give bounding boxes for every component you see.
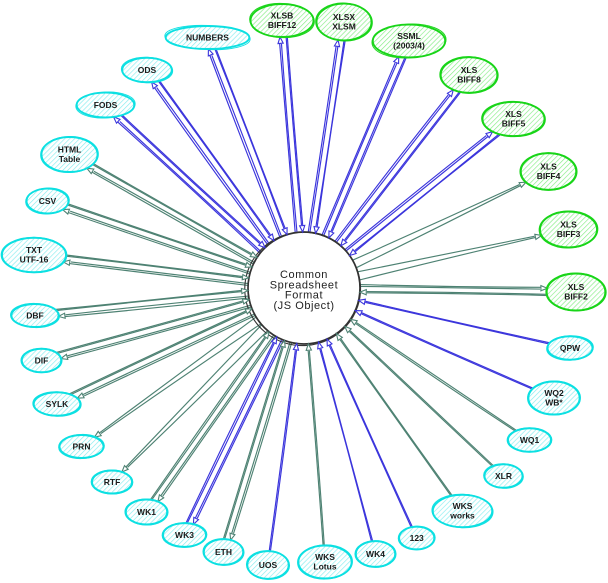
svg-text:PRN: PRN bbox=[73, 441, 91, 451]
svg-text:XLSX: XLSX bbox=[333, 12, 356, 22]
svg-text:works: works bbox=[449, 510, 475, 520]
svg-text:BIFF4: BIFF4 bbox=[537, 171, 561, 181]
svg-text:WKS: WKS bbox=[453, 501, 473, 511]
svg-text:(2003/4): (2003/4) bbox=[393, 40, 425, 50]
svg-text:BIFF5: BIFF5 bbox=[502, 118, 526, 128]
svg-text:BIFF2: BIFF2 bbox=[564, 291, 588, 301]
svg-text:WB*: WB* bbox=[545, 397, 563, 407]
svg-text:(JS Object): (JS Object) bbox=[273, 300, 334, 312]
svg-text:UOS: UOS bbox=[259, 560, 278, 570]
svg-text:FODS: FODS bbox=[94, 100, 118, 110]
svg-text:XLSM: XLSM bbox=[332, 21, 356, 31]
svg-text:Spreadsheet: Spreadsheet bbox=[270, 279, 338, 291]
svg-text:XLR: XLR bbox=[495, 471, 512, 481]
svg-text:BIFF8: BIFF8 bbox=[457, 74, 481, 84]
svg-text:WK4: WK4 bbox=[366, 549, 385, 559]
svg-text:XLS: XLS bbox=[505, 109, 522, 119]
svg-text:123: 123 bbox=[410, 533, 424, 543]
svg-text:WK1: WK1 bbox=[137, 507, 156, 517]
svg-text:WQ1: WQ1 bbox=[520, 435, 540, 445]
svg-text:Table: Table bbox=[59, 154, 81, 164]
svg-text:XLS: XLS bbox=[568, 282, 585, 292]
svg-text:XLS: XLS bbox=[560, 220, 577, 230]
svg-text:BIFF3: BIFF3 bbox=[557, 229, 581, 239]
svg-text:WQ2: WQ2 bbox=[544, 388, 564, 398]
svg-text:UTF-16: UTF-16 bbox=[20, 254, 49, 264]
svg-text:CSV: CSV bbox=[39, 196, 57, 206]
svg-text:SYLK: SYLK bbox=[46, 399, 70, 409]
svg-text:BIFF12: BIFF12 bbox=[268, 20, 297, 30]
svg-text:Common: Common bbox=[280, 269, 328, 281]
svg-text:TXT: TXT bbox=[26, 245, 43, 255]
svg-text:ETH: ETH bbox=[215, 547, 232, 557]
svg-text:DIF: DIF bbox=[35, 355, 49, 365]
svg-text:WKS: WKS bbox=[315, 552, 335, 562]
svg-text:QPW: QPW bbox=[560, 343, 581, 353]
svg-text:ODS: ODS bbox=[138, 65, 157, 75]
svg-text:WK3: WK3 bbox=[175, 530, 194, 540]
svg-text:NUMBERS: NUMBERS bbox=[186, 32, 229, 42]
svg-text:Lotus: Lotus bbox=[313, 561, 336, 571]
svg-text:HTML: HTML bbox=[58, 145, 82, 155]
svg-text:SSML: SSML bbox=[397, 31, 421, 41]
svg-text:XLSB: XLSB bbox=[271, 11, 294, 21]
svg-text:DBF: DBF bbox=[26, 310, 43, 320]
svg-text:Format: Format bbox=[285, 290, 323, 302]
svg-text:RTF: RTF bbox=[104, 477, 121, 487]
svg-text:XLS: XLS bbox=[461, 65, 478, 75]
svg-text:XLS: XLS bbox=[540, 162, 557, 172]
